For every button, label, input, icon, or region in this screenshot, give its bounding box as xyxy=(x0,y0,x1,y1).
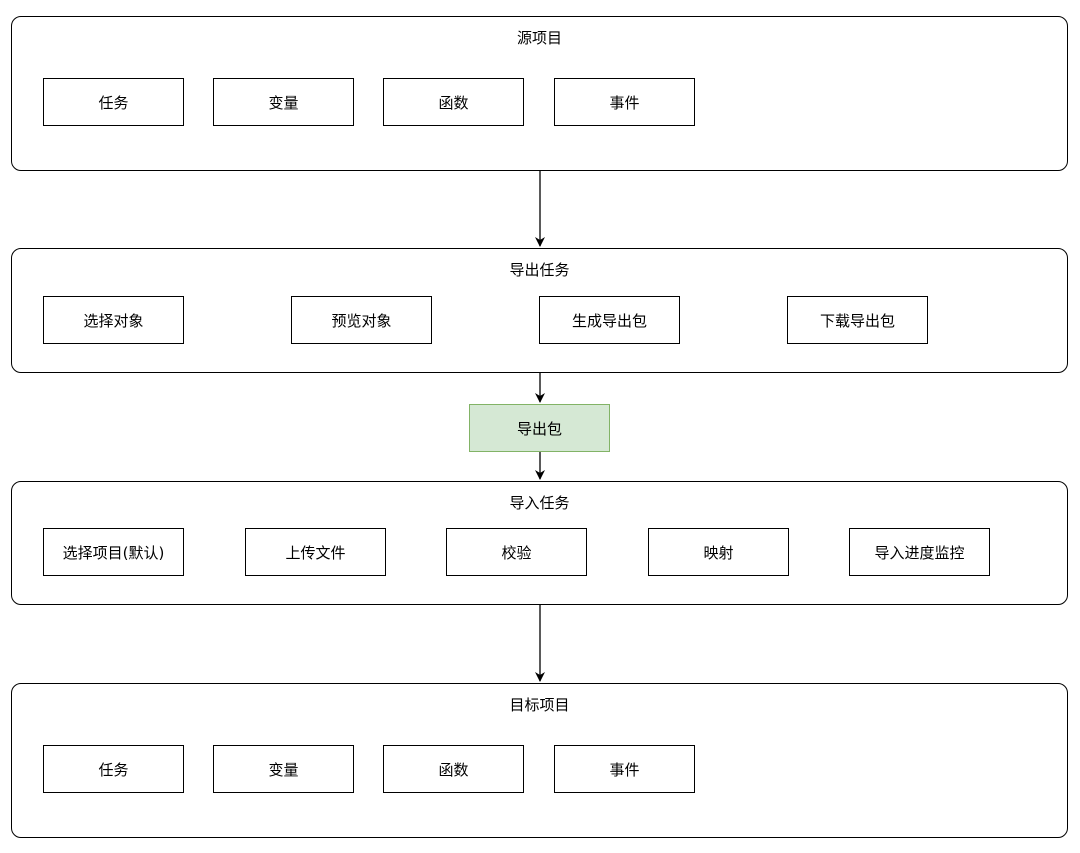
target-item-variable[interactable]: 变量 xyxy=(213,745,354,793)
source-project-title: 源项目 xyxy=(516,29,562,47)
export-package-node[interactable]: 导出包 xyxy=(469,404,610,452)
export-step-generate-package[interactable]: 生成导出包 xyxy=(539,296,680,344)
import-step-validate[interactable]: 校验 xyxy=(446,528,587,576)
source-item-function[interactable]: 函数 xyxy=(383,78,524,126)
source-item-event[interactable]: 事件 xyxy=(554,78,695,126)
export-task-group: 导出任务 选择对象 预览对象 生成导出包 下载导出包 xyxy=(11,248,1068,373)
source-item-variable[interactable]: 变量 xyxy=(213,78,354,126)
import-step-upload-file[interactable]: 上传文件 xyxy=(245,528,386,576)
export-step-select-objects[interactable]: 选择对象 xyxy=(43,296,184,344)
import-step-select-project[interactable]: 选择项目(默认) xyxy=(43,528,184,576)
target-item-event[interactable]: 事件 xyxy=(554,745,695,793)
target-project-group: 目标项目 任务 变量 函数 事件 xyxy=(11,683,1068,838)
import-task-title: 导入任务 xyxy=(509,494,570,512)
import-step-mapping[interactable]: 映射 xyxy=(648,528,789,576)
target-project-title: 目标项目 xyxy=(509,696,570,714)
target-item-function[interactable]: 函数 xyxy=(383,745,524,793)
source-project-group: 源项目 任务 变量 函数 事件 xyxy=(11,16,1068,171)
export-step-preview-objects[interactable]: 预览对象 xyxy=(291,296,432,344)
import-step-progress-monitor[interactable]: 导入进度监控 xyxy=(849,528,990,576)
target-item-task[interactable]: 任务 xyxy=(43,745,184,793)
source-item-task[interactable]: 任务 xyxy=(43,78,184,126)
export-step-download-package[interactable]: 下载导出包 xyxy=(787,296,928,344)
export-task-title: 导出任务 xyxy=(509,261,570,279)
import-task-group: 导入任务 选择项目(默认) 上传文件 校验 映射 导入进度监控 xyxy=(11,481,1068,605)
